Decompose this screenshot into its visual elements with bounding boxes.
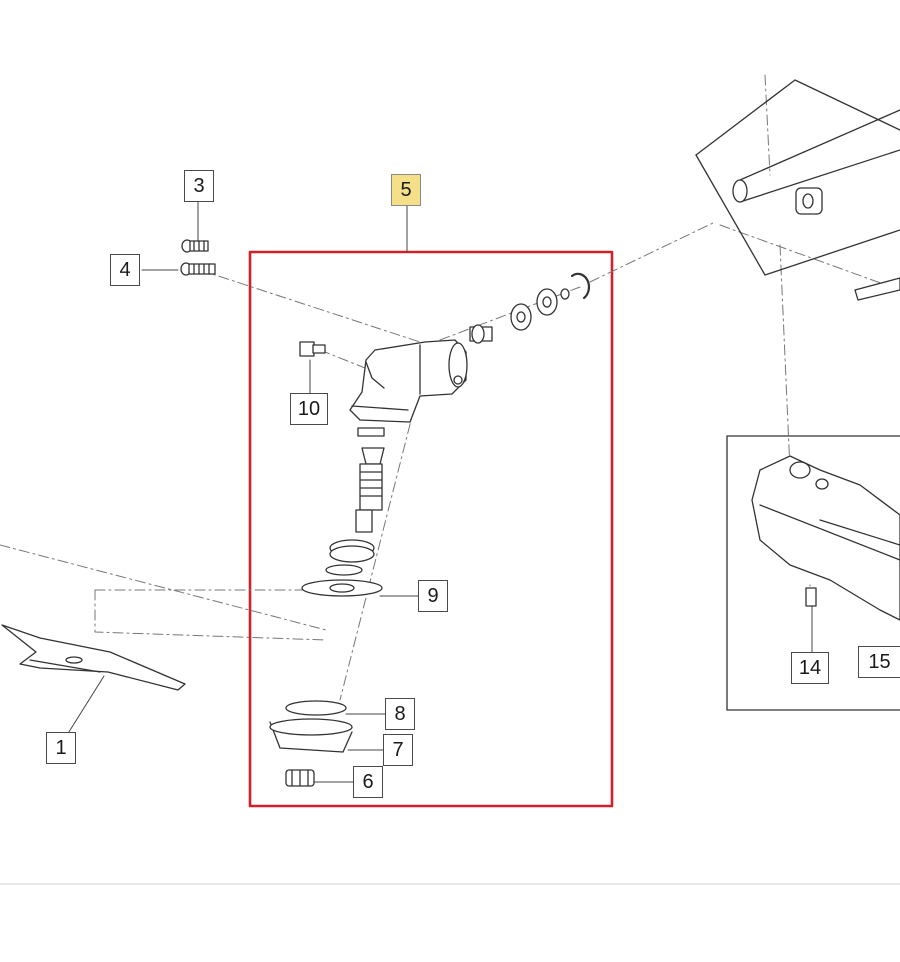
callout-7: 7 — [383, 734, 413, 766]
callout-4: 4 — [110, 254, 140, 286]
leader-lines — [66, 201, 813, 783]
flange-9 — [301, 579, 383, 597]
lower-bearing — [325, 539, 375, 576]
callout-3: 3 — [184, 170, 214, 202]
callout-1: 1 — [46, 732, 76, 764]
gearbox-housing — [349, 339, 468, 423]
detail-panel — [726, 435, 900, 711]
nut-6 — [285, 769, 315, 787]
callout-8: 8 — [385, 698, 415, 730]
washer-8 — [285, 700, 347, 716]
bolt-10 — [299, 341, 326, 357]
callout-10: 10 — [290, 393, 328, 425]
callout-5-highlighted: 5 — [391, 174, 421, 206]
callout-6: 6 — [353, 766, 383, 798]
callout-14: 14 — [791, 652, 829, 684]
callout-15: 15 — [858, 646, 900, 678]
gearhead-assembly-frame — [248, 250, 614, 808]
screw-4 — [180, 262, 216, 276]
blade-1 — [1, 624, 186, 691]
drive-shaft — [355, 427, 385, 533]
upper-bearings — [469, 272, 591, 344]
cup-7 — [269, 718, 353, 753]
screw-3 — [181, 239, 209, 253]
shaft-tube — [695, 79, 900, 301]
callout-9: 9 — [418, 580, 448, 612]
alignment-lines — [0, 74, 900, 701]
